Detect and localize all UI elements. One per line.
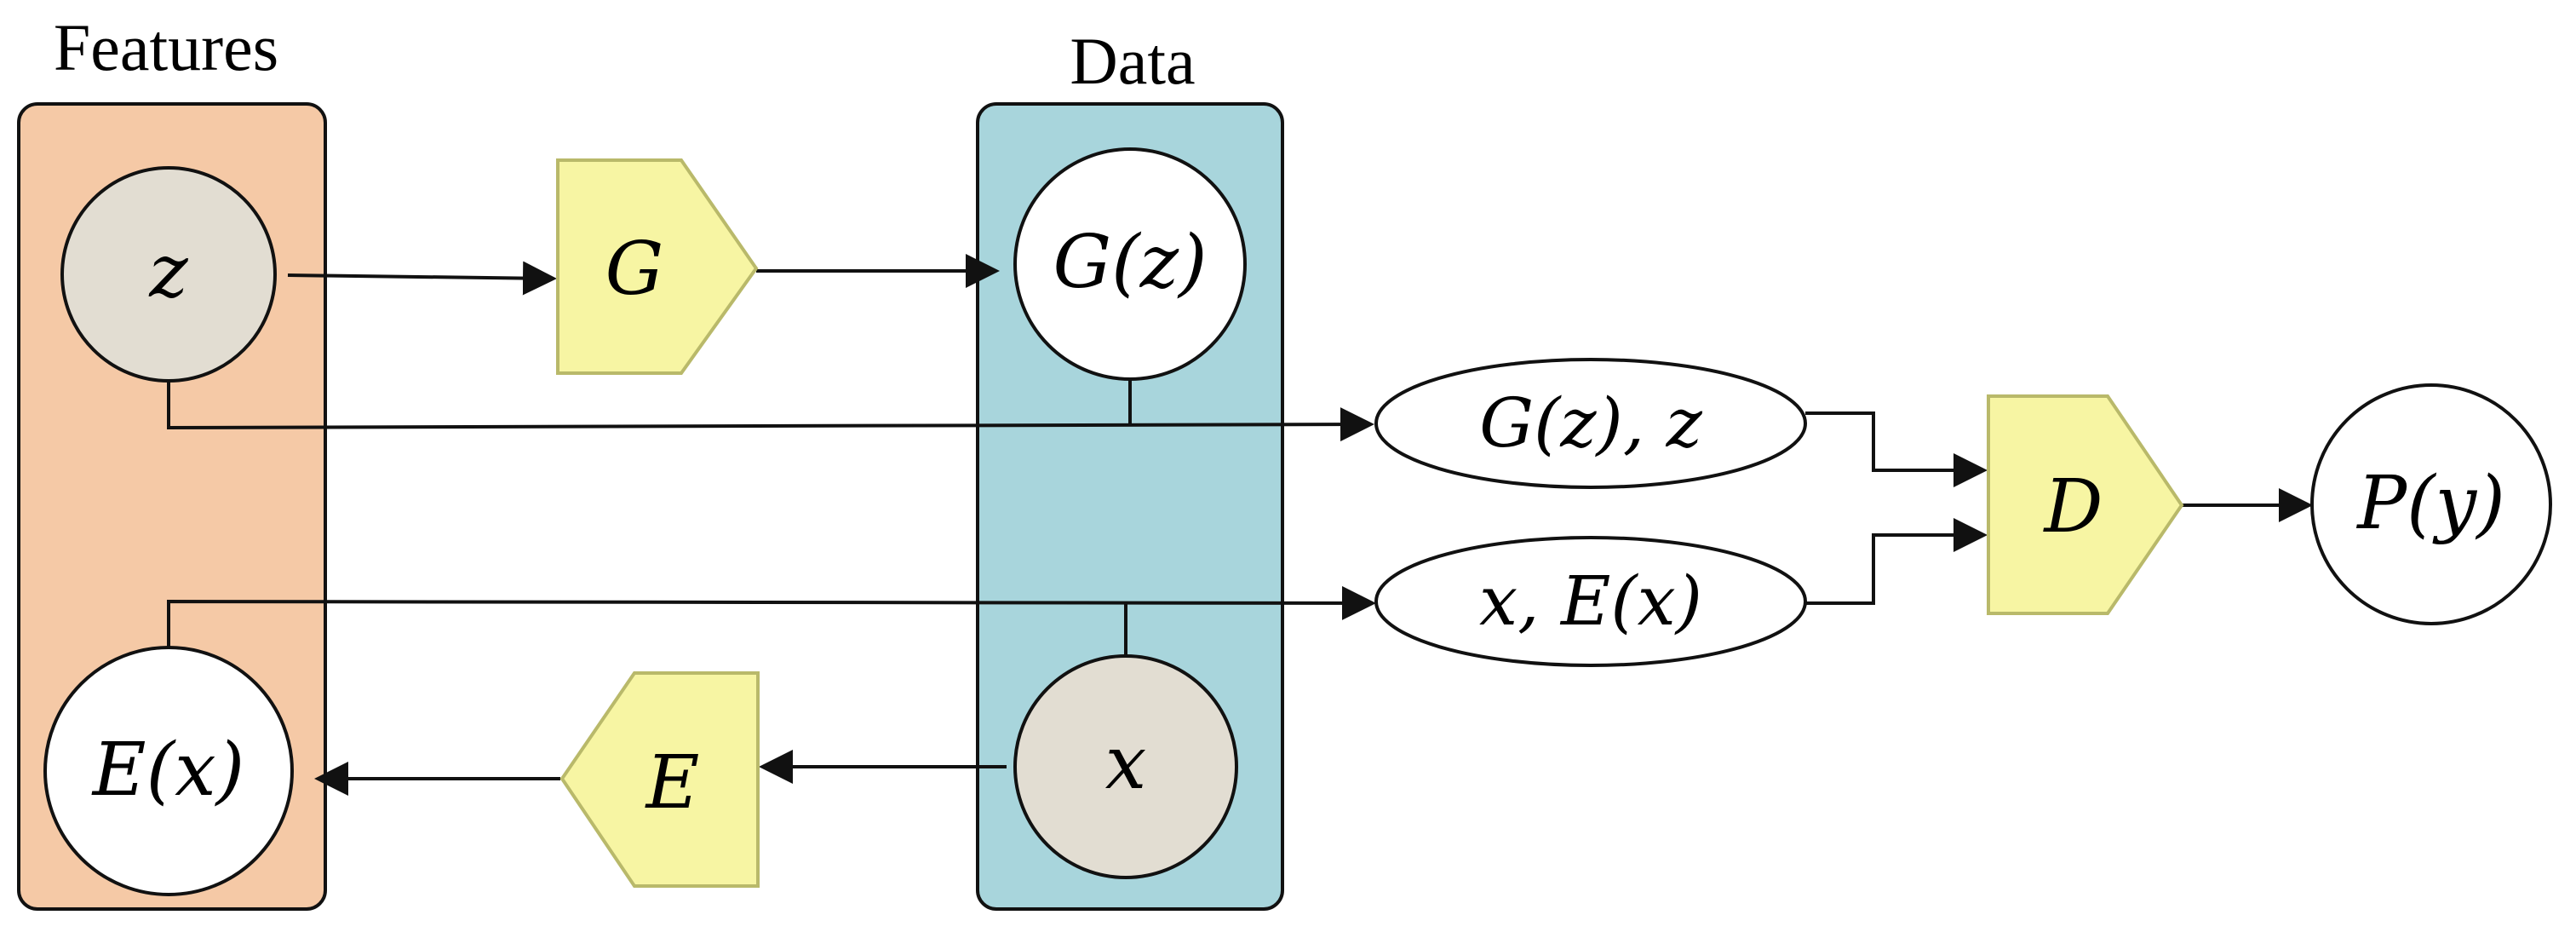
xEx-label: x, E(x) xyxy=(1479,561,1702,641)
Ex-label: E(x) xyxy=(91,728,244,813)
x-node xyxy=(1013,654,1238,879)
E-label: E xyxy=(645,740,700,826)
Py-label: P(y) xyxy=(2355,461,2505,546)
E-module xyxy=(559,671,760,888)
features-title: Features xyxy=(54,10,278,84)
Gz-node xyxy=(1013,147,1247,381)
edge-Ex-to-xEx xyxy=(167,585,1376,647)
edge-xEx-to-D xyxy=(1805,518,1988,605)
D-label: D xyxy=(2043,464,2103,550)
Ex-node xyxy=(43,646,294,896)
G-module xyxy=(556,158,759,375)
data-title: Data xyxy=(1070,24,1195,98)
x-label: x xyxy=(1105,721,1147,806)
edge-Gzz-to-D xyxy=(1805,411,1988,487)
D-module xyxy=(1987,394,2184,615)
Py-node xyxy=(2310,383,2552,625)
edge-z-to-Gzz xyxy=(167,381,1374,442)
Gzz-node xyxy=(1374,358,1807,489)
z-label: z xyxy=(148,229,188,314)
Gzz-label: G(z), z xyxy=(1479,383,1702,463)
xEx-node xyxy=(1374,536,1807,667)
G-label: G xyxy=(605,227,664,312)
z-node xyxy=(60,166,277,383)
Gz-label: G(z) xyxy=(1053,220,1207,305)
edge-z-to-G xyxy=(287,261,557,296)
